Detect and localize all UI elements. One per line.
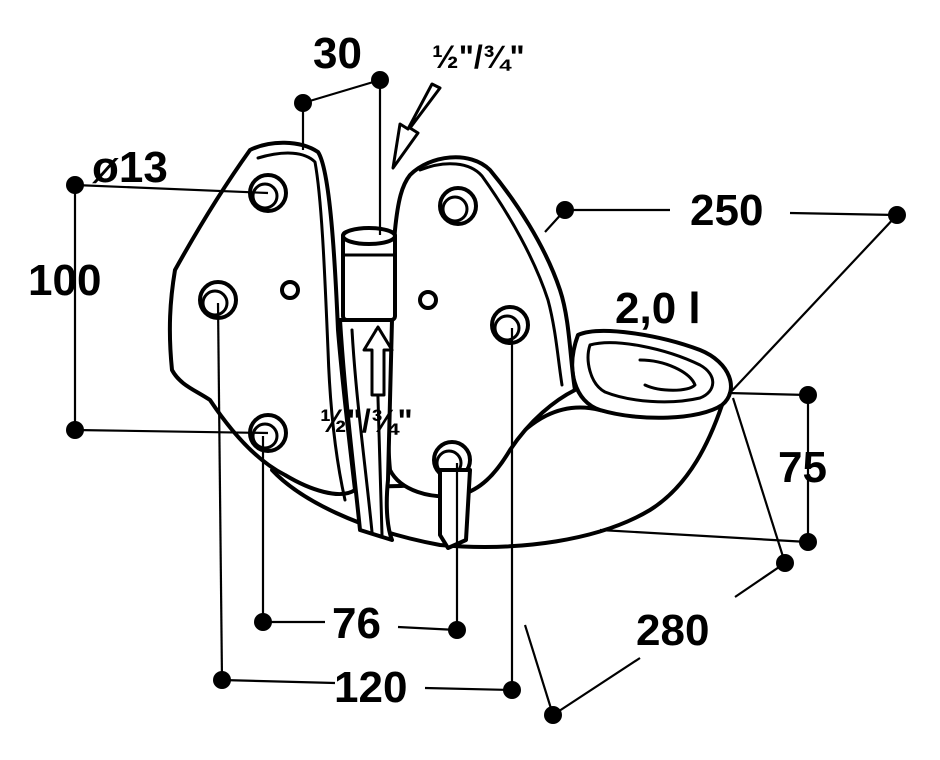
dim-100-end-bottom	[66, 421, 84, 439]
inlet-arrows	[362, 82, 442, 397]
dim-280-end-left	[544, 706, 562, 724]
bottom-inlet-arrow	[362, 325, 394, 397]
bowl-tongue	[638, 358, 697, 392]
label-bowl-height: 75	[778, 443, 827, 492]
dim-120-end-right	[503, 681, 521, 699]
bowl-inner-rim	[586, 341, 715, 404]
dim-120-line-right	[424, 686, 513, 692]
dim-280-line-left	[552, 657, 641, 716]
dim-280-ext-left	[523, 624, 555, 716]
dim-100-ext-top	[74, 183, 269, 195]
dim-30-line	[302, 78, 381, 105]
dim-250-line-right	[789, 211, 898, 217]
dim-75-end-top	[799, 386, 817, 404]
left-bottom-hole-inner	[251, 422, 279, 450]
label-width: 280	[636, 606, 709, 655]
right-mid-hole-inner	[493, 314, 521, 342]
dim-280-ext-right	[731, 397, 787, 564]
right-top-hole-inner	[441, 195, 469, 223]
label-depth: 250	[690, 186, 763, 235]
dim-75-end-bottom	[799, 533, 817, 551]
label-pipe-width: 30	[313, 29, 362, 78]
valve-nub	[438, 468, 472, 550]
left-mid-hole-inner	[201, 289, 229, 317]
label-hole-diameter: ø13	[92, 143, 168, 192]
dim-100-ext-bottom	[74, 428, 269, 435]
label-pipe-thread-top: ½"/¾"	[432, 39, 525, 75]
left-top-hole-inner	[251, 182, 279, 210]
dim-280-end-right	[776, 554, 794, 572]
pipe-connector-top	[341, 226, 397, 246]
dim-76-end-left	[254, 613, 272, 631]
label-pipe-thread-bottom: ½"/¾"	[320, 403, 413, 439]
right-mounting-plate	[385, 155, 577, 499]
dim-100-end-top	[66, 176, 84, 194]
label-height: 100	[28, 256, 101, 305]
pipe-groove-1	[350, 328, 374, 534]
dim-75-ext-bottom	[599, 528, 809, 544]
dimension-lines	[66, 71, 906, 724]
dim-120-end-left	[213, 671, 231, 689]
label-volume: 2,0 l	[615, 284, 701, 333]
dim-76-line-right	[397, 625, 458, 632]
right-mid-hole	[490, 305, 530, 345]
right-top-hole	[438, 186, 478, 226]
dim-76-end-right	[448, 621, 466, 639]
left-plate-edge	[256, 151, 347, 502]
dim-75-ext-top	[727, 391, 809, 397]
dim-250-end-right	[888, 206, 906, 224]
top-inlet-arrow	[391, 82, 442, 170]
dim-120-line-left	[221, 678, 336, 685]
dimension-labels: 30 ½"/¾" ø13 100 250 2,0 l ½"/¾" 75 76 1…	[28, 29, 827, 712]
dim-280-line-right	[734, 562, 786, 598]
dim-120-ext-left	[216, 302, 224, 681]
dim-30-end-right	[371, 71, 389, 89]
bowl-rim	[570, 329, 733, 420]
label-hole-spacing-outer: 120	[334, 663, 407, 712]
dim-250-ext-right	[727, 214, 898, 396]
label-hole-spacing-inner: 76	[332, 599, 381, 648]
dim-30-end-left	[294, 94, 312, 112]
right-small-hole	[418, 290, 438, 310]
left-plate-outline	[167, 140, 357, 496]
dim-250-end-left	[556, 201, 574, 219]
left-small-hole	[280, 280, 300, 300]
right-plate-edge	[418, 162, 564, 387]
